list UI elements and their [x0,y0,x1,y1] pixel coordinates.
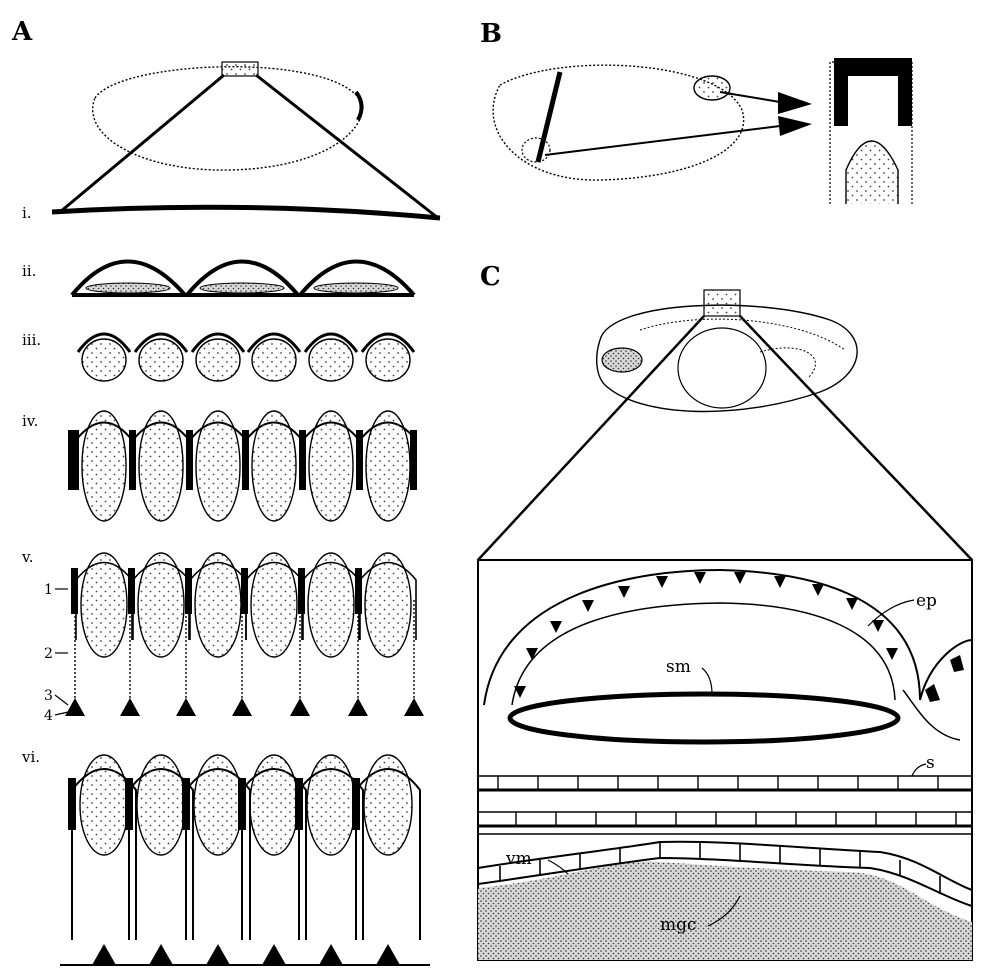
label-3: 3 [44,688,53,704]
panel-b-inset [830,58,912,204]
panel-c-inset-box [704,290,740,316]
stage-vi-cells [60,755,430,965]
stage-i-blastoderm [52,207,440,218]
label-ep: ep [916,591,937,611]
panel-a-inset-box [222,62,258,76]
panel-a-letter: A [11,17,33,47]
panel-c: C ep sm [478,262,972,960]
label-4: 4 [44,708,53,724]
panel-a: A i. ii. iii. iv. v. [11,17,440,965]
panel-a-embryo [60,62,438,218]
stage-v-cells [65,553,424,716]
stage-label-ii: ii. [22,262,36,280]
stage-label-v: v. [21,548,33,566]
panel-b-letter: B [480,19,502,49]
stage-iii-cells [78,334,414,381]
stage-iv-cells [68,411,417,521]
stage-ii-cells [72,262,414,296]
panel-c-embryo [478,290,972,560]
label-sm: sm [666,657,691,677]
panel-c-somatic-mesoderm [510,694,898,742]
panel-c-visceral-mesoderm [478,841,972,960]
panel-b: B [480,19,912,204]
label-s: s [926,753,935,773]
label-mgc: mgc [660,915,697,935]
label-vm: vm [505,849,532,869]
stage-label-i: i. [22,204,32,222]
label-1: 1 [44,582,53,598]
stage-label-iv: iv. [22,412,38,430]
stage-label-vi: vi. [21,748,40,766]
panel-c-letter: C [480,262,501,292]
label-2: 2 [44,646,53,662]
stage-label-iii: iii. [22,331,41,349]
panel-c-s-layers [478,776,972,834]
